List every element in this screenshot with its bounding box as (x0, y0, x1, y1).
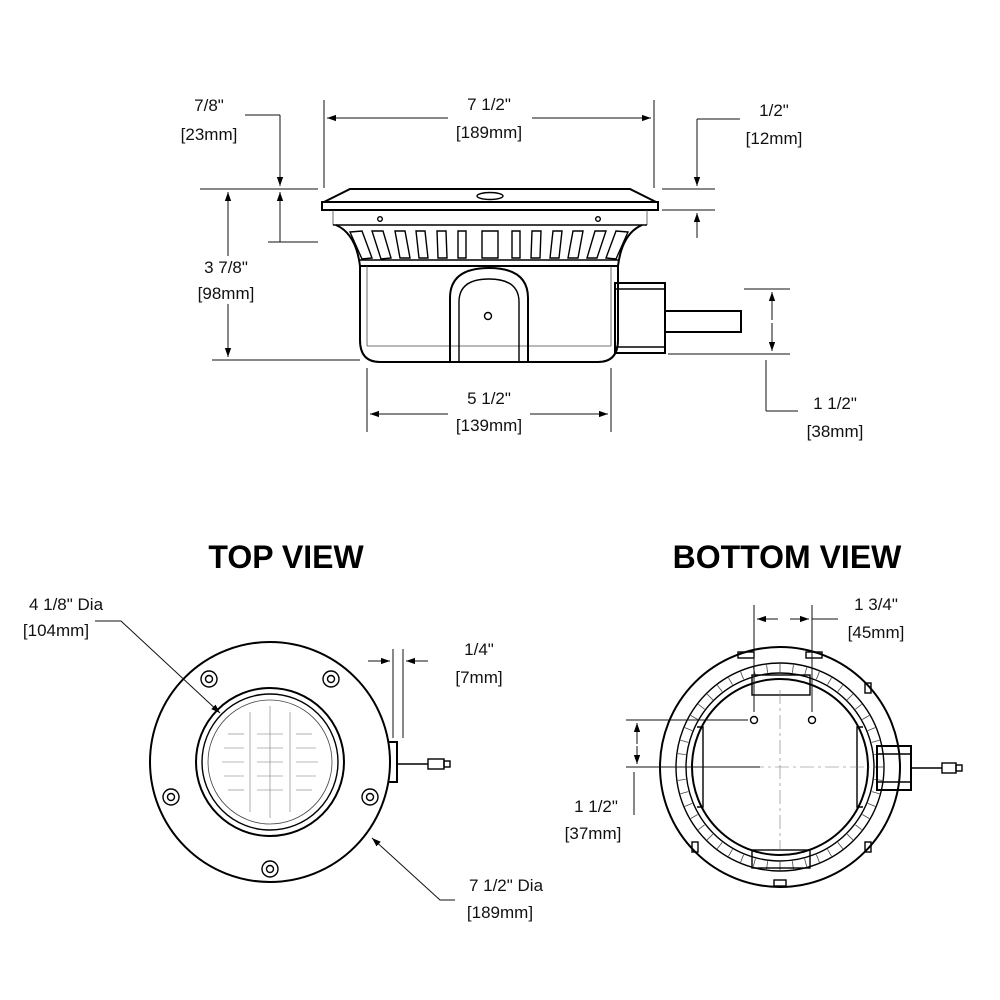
bottom-view-title: BOTTOM VIEW (673, 539, 903, 575)
bottom-fin (680, 739, 689, 743)
bottom-fin (706, 693, 714, 701)
bottom-fin (871, 739, 880, 743)
bottom-fin (792, 664, 794, 673)
bottom-fin (846, 833, 854, 841)
top-view: TOP VIEW (23, 539, 544, 922)
top-lens-bezel (195, 687, 345, 837)
bottom-fin (846, 693, 854, 701)
top-view-title: TOP VIEW (208, 539, 364, 575)
dim-boss-depth-imperial: 1/4" (464, 640, 494, 659)
bottom-fin (684, 727, 693, 731)
bottom-fin (677, 753, 686, 755)
dim-flange-height-metric: [23mm] (181, 125, 238, 144)
bottom-fin (816, 854, 820, 863)
dim-cable-boss-imperial: 1 1/2" (813, 394, 857, 413)
side-front-boss (449, 266, 529, 362)
bottom-fin (862, 814, 870, 819)
bottom-cable-plug (941, 762, 957, 774)
side-screw-left (377, 215, 384, 222)
top-flange-outline (149, 641, 391, 883)
bottom-fin (837, 685, 844, 692)
bottom-fin (752, 858, 756, 867)
bottom-fin (716, 685, 723, 692)
dim-flange-thickness-imperial: 1/2" (759, 101, 789, 120)
bottom-fin (680, 791, 689, 795)
dim-flange-dia-metric: [189mm] (467, 903, 533, 922)
bottom-fin (867, 803, 876, 807)
bottom-fins (677, 664, 883, 870)
bottom-fin (837, 842, 844, 849)
dim-body-width-metric: [139mm] (456, 416, 522, 435)
dim-overall-height-metric: [98mm] (198, 284, 255, 303)
top-lens (207, 699, 333, 825)
dim-hole-spacing-imperial: 1 3/4" (854, 595, 898, 614)
bottom-fin (728, 849, 733, 857)
bottom-fin (716, 842, 723, 849)
side-cable-boss (614, 282, 666, 354)
bottom-fin (855, 824, 862, 831)
top-cable-plug (427, 758, 445, 770)
bottom-fin (684, 803, 693, 807)
side-flange-plate (321, 201, 659, 211)
dim-lens-dia-metric: [104mm] (23, 621, 89, 640)
bottom-fin (740, 854, 744, 863)
side-fin-ring (335, 224, 643, 267)
bottom-hole-right (807, 715, 817, 725)
dim-overall-height-imperial: 3 7/8" (204, 258, 248, 277)
bottom-fin (871, 791, 880, 795)
bottom-fin (728, 677, 733, 685)
bottom-fin (874, 779, 883, 781)
top-lens-grid (222, 706, 318, 818)
side-cable (664, 310, 742, 333)
bottom-fin (677, 779, 686, 781)
bottom-fin (740, 671, 744, 680)
bottom-fin (855, 703, 862, 710)
side-screw-right (595, 215, 602, 222)
dim-hole-offset-imperial: 1 1/2" (574, 797, 618, 816)
bottom-hole-left (749, 715, 759, 725)
dim-flange-height-imperial: 7/8" (194, 96, 224, 115)
bottom-fin (816, 671, 820, 680)
bottom-bottom-boss (751, 849, 811, 869)
side-center-hole (476, 191, 504, 201)
bottom-fin (698, 824, 705, 831)
bottom-fin (827, 677, 832, 685)
side-view: 7/8" [23mm] 7 1/2" [189mm] 1/2" [12mm] 3… (181, 95, 864, 441)
top-mounting-screws (162, 670, 379, 878)
bottom-fin (804, 667, 808, 676)
bottom-view: BOTTOM VIEW (565, 539, 963, 888)
dim-boss-depth-metric: [7mm] (455, 668, 502, 687)
top-cable-boss (388, 741, 398, 783)
bottom-fin (804, 858, 808, 867)
bottom-fin (690, 715, 698, 720)
bottom-fin (766, 664, 768, 673)
bottom-fin (690, 814, 698, 819)
bottom-fin (862, 715, 870, 720)
bottom-fin (698, 703, 705, 710)
top-lens-ring (201, 693, 339, 831)
dim-overall-width-metric: [189mm] (456, 123, 522, 142)
dim-body-width-imperial: 5 1/2" (467, 389, 511, 408)
dim-flange-thickness-metric: [12mm] (746, 129, 803, 148)
bottom-top-boss (751, 674, 811, 696)
dim-lens-dia-imperial: 4 1/8" Dia (29, 595, 104, 614)
bottom-fin (867, 727, 876, 731)
dim-flange-dia-imperial: 7 1/2" Dia (469, 876, 544, 895)
dim-hole-offset-metric: [37mm] (565, 824, 622, 843)
bottom-fin (827, 849, 832, 857)
dim-hole-spacing-metric: [45mm] (848, 623, 905, 642)
side-fins (348, 230, 630, 260)
side-housing-body (359, 266, 619, 363)
dim-overall-width-imperial: 7 1/2" (467, 95, 511, 114)
bottom-fin (706, 833, 714, 841)
dim-cable-boss-metric: [38mm] (807, 422, 864, 441)
